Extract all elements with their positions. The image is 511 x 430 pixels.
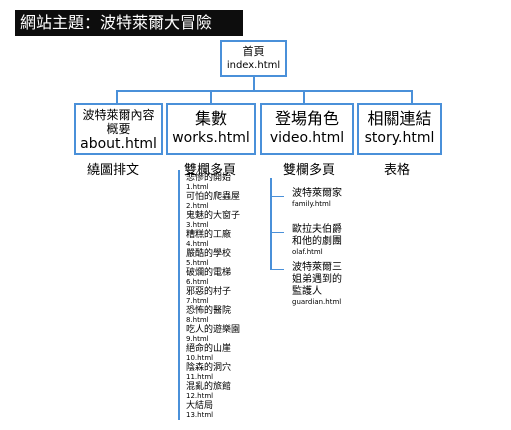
works-item-file: 11.html [186,373,214,381]
works-item-file: 2.html [186,202,209,210]
works-item-file: 5.html [186,259,209,267]
works-item-title: 恐怖的醫院 [186,306,232,316]
works-item-title: 可怕的爬蟲屋 [186,192,241,202]
connector-line [116,90,118,103]
video-item-line: 波特萊爾三 [292,262,342,273]
works-caption: 雙欄多頁 [184,163,237,178]
video-item: 波特萊爾三 姐弟遇到的 監護人 guardian.html [292,262,342,307]
works-item-title: 混亂的旅館 [186,382,232,392]
video-caption: 雙欄多頁 [283,163,336,178]
works-item-title: 嚴酷的學校 [186,249,232,259]
video-title: 登場角色 [274,109,339,128]
about-caption: 繞圖排文 [87,163,140,178]
home-node: 首頁 index.html [220,40,287,77]
story-caption: 表格 [384,163,411,178]
connector-line [270,232,284,233]
video-node: 登場角色 video.html [260,103,354,155]
works-item-title: 邪惡的村子 [186,287,232,297]
story-title: 相關連結 [367,109,432,128]
works-item-file: 12.html [186,392,214,400]
works-item-title: 鬼魅的大窗子 [186,211,241,221]
works-item-file: 1.html [186,183,209,191]
video-item-line: 波特萊爾家 [292,188,342,199]
works-file: works.html [172,130,250,146]
works-item-file: 13.html [186,411,214,419]
works-item-title: 糟糕的工廠 [186,230,232,240]
video-item-line: 姐弟遇到的 [292,274,342,285]
works-item-title: 破爛的電梯 [186,268,232,278]
about-title: 波特萊爾內容概要 [82,108,155,136]
home-file: index.html [226,60,281,71]
works-item-title: 大結局 [186,401,214,411]
connector-line [270,196,284,197]
works-item-file: 6.html [186,278,209,286]
connector-line [253,77,255,91]
works-item-title: 絕命的山崖 [186,344,232,354]
connector-line [210,90,212,103]
video-item-file: olaf.html [292,248,323,256]
works-item-title: 悲慘的開始 [186,173,232,183]
connector-line [411,90,413,103]
home-title: 首頁 [242,45,265,58]
works-item-file: 4.html [186,240,209,248]
video-item-line: 和他的劇團 [292,236,342,247]
works-item-file: 8.html [186,316,209,324]
video-item-file: family.html [292,200,331,208]
site-title: 網站主題：波特萊爾大冒險 [15,10,243,36]
about-file: about.html [80,136,157,152]
connector-line [116,90,413,92]
connector-line [270,269,284,270]
works-item-title: 陰森的洞穴 [186,363,232,373]
works-item-title: 吃人的遊樂園 [186,325,241,335]
video-item: 波特萊爾家 family.html [292,188,342,209]
video-item-line: 監護人 [292,286,322,297]
works-title: 集數 [194,109,227,128]
works-item-file: 9.html [186,335,209,343]
connector-line [270,178,272,270]
works-item-file: 7.html [186,297,209,305]
video-item-file: guardian.html [292,298,342,306]
works-item-file: 10.html [186,354,214,362]
connector-line [178,170,180,420]
works-item-file: 3.html [186,221,209,229]
video-item: 歐拉夫伯爵 和他的劇團 olaf.html [292,224,342,257]
works-node: 集數 works.html [166,103,256,155]
story-node: 相關連結 story.html [357,103,442,155]
video-file: video.html [269,130,345,146]
story-file: story.html [364,130,435,146]
connector-line [303,90,305,103]
about-node: 波特萊爾內容概要 about.html [74,103,163,155]
video-item-line: 歐拉夫伯爵 [292,224,342,235]
